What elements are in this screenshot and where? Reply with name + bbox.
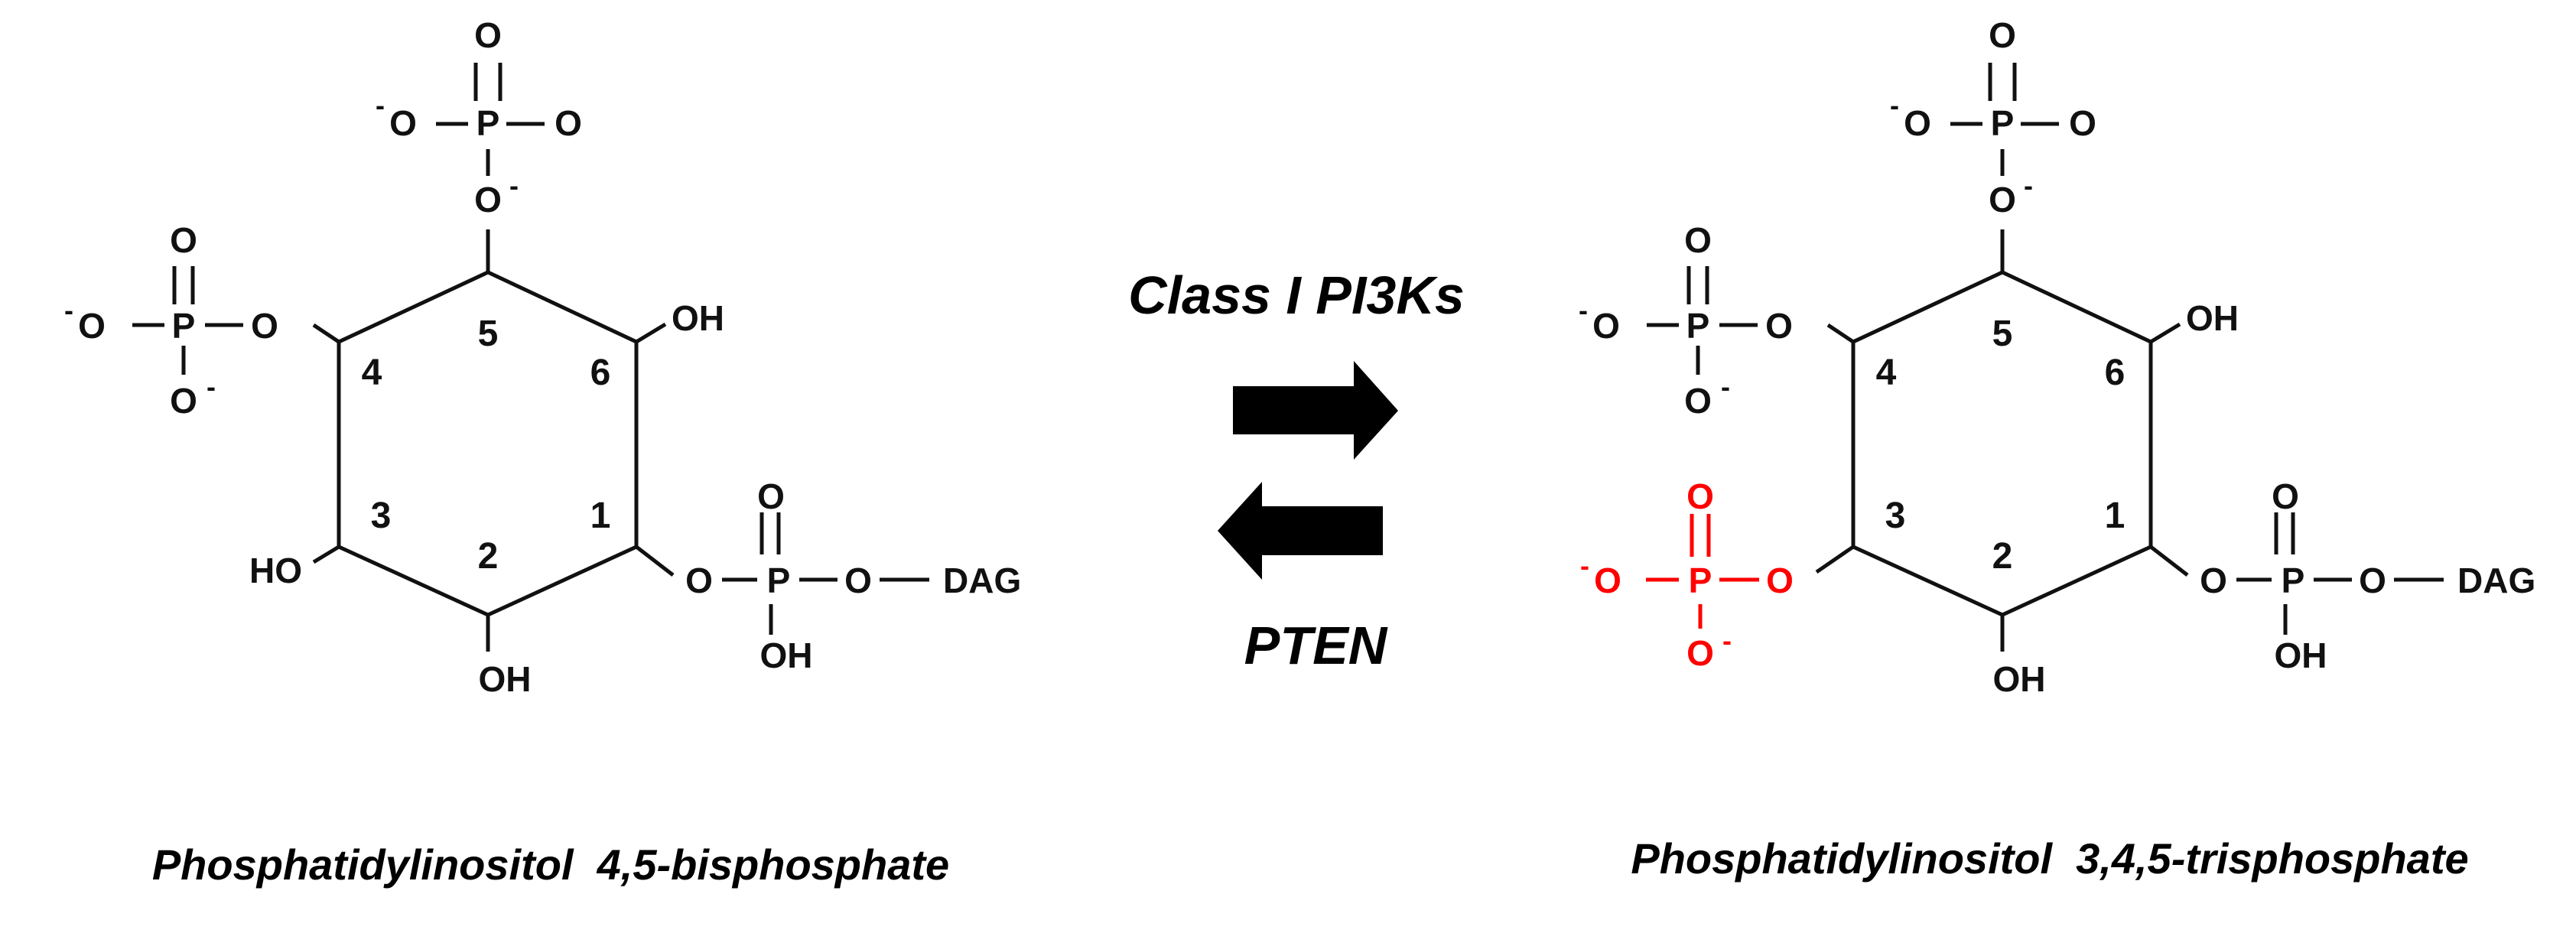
ring-number-3: 3 xyxy=(1885,496,1906,536)
atom-ho: HO xyxy=(249,551,302,590)
ring-number-5: 5 xyxy=(1992,314,2013,354)
atom-o-highlight: O xyxy=(1686,476,1714,516)
left-molecule xyxy=(132,63,929,652)
atom-o: O xyxy=(170,381,197,421)
ring-number-5: 5 xyxy=(478,314,499,354)
atom-p-highlight: P xyxy=(1689,561,1712,600)
right-3-phosphate-bonds xyxy=(1646,514,1759,629)
atom-oh: OH xyxy=(2275,636,2327,675)
atom-o: O xyxy=(1684,381,1712,421)
left-molecule-name: Phosphatidylinositol 4,5-bisphosphate xyxy=(152,840,949,889)
atom-p: P xyxy=(172,306,196,346)
atom-o: O xyxy=(555,103,582,143)
atom-o: O xyxy=(844,561,872,600)
atom-o-highlight: O xyxy=(1594,561,1621,600)
atom-o: O xyxy=(2272,476,2299,516)
atom-minus-highlight: - xyxy=(1722,625,1732,656)
atom-o: O xyxy=(474,15,502,55)
ring-number-4: 4 xyxy=(1876,353,1897,393)
ring-number-6: 6 xyxy=(590,353,611,393)
atom-o: O xyxy=(1989,15,2016,55)
atom-o: O xyxy=(1592,306,1620,346)
atom-o: O xyxy=(389,103,417,143)
atom-dag: DAG xyxy=(2457,561,2535,600)
ring-number-2: 2 xyxy=(478,536,499,577)
atom-o-highlight: O xyxy=(1766,561,1794,600)
atom-minus: - xyxy=(207,371,216,402)
ring-number-6: 6 xyxy=(2105,353,2126,393)
ring-number-1: 1 xyxy=(2105,496,2126,536)
atom-minus: - xyxy=(1890,89,1899,121)
atom-oh: OH xyxy=(2186,298,2239,338)
ring-number-4: 4 xyxy=(362,353,382,393)
atom-p: P xyxy=(1686,306,1710,346)
atom-minus: - xyxy=(376,89,385,121)
left-molecule-atoms: O - O P O O - O - O P O O - OH HO OH O O… xyxy=(64,15,1021,699)
atom-oh: OH xyxy=(760,636,813,675)
atom-o: O xyxy=(1765,306,1793,346)
atom-o: O xyxy=(170,220,197,260)
atom-o: O xyxy=(1989,180,2016,219)
atom-o: O xyxy=(2069,103,2096,143)
atom-o: O xyxy=(2200,561,2227,600)
right-molecule-name: Phosphatidylinositol 3,4,5-trisphosphate xyxy=(1631,834,2468,883)
atom-o: O xyxy=(474,180,502,219)
atom-p: P xyxy=(767,561,791,600)
atom-o: O xyxy=(1904,103,1931,143)
atom-dag: DAG xyxy=(943,561,1021,600)
atom-o-highlight: O xyxy=(1686,633,1714,673)
atom-o: O xyxy=(78,306,106,346)
ring-number-3: 3 xyxy=(371,496,392,536)
right-molecule xyxy=(1647,63,2444,652)
atom-o: O xyxy=(757,476,785,516)
atom-minus: - xyxy=(509,170,519,201)
atom-minus: - xyxy=(1721,371,1730,402)
atom-oh: OH xyxy=(479,659,532,699)
atom-oh: OH xyxy=(1993,659,2046,699)
atom-o: O xyxy=(251,306,278,346)
atom-minus: - xyxy=(1579,294,1588,326)
atom-oh: OH xyxy=(672,298,724,338)
atom-p: P xyxy=(1991,103,2015,143)
ring-number-1: 1 xyxy=(590,496,611,536)
atom-minus: - xyxy=(2024,170,2033,201)
atom-o: O xyxy=(2359,561,2386,600)
reverse-arrow xyxy=(1218,482,1383,580)
atom-minus-highlight: - xyxy=(1580,550,1589,581)
forward-arrow xyxy=(1233,361,1398,460)
atom-o: O xyxy=(685,561,713,600)
ring-number-2: 2 xyxy=(1992,536,2013,577)
right-3-phosphate-atoms: O - O P O O - xyxy=(1580,476,1794,673)
reverse-enzyme-label: PTEN xyxy=(1244,616,1388,675)
atom-minus: - xyxy=(64,294,73,326)
right-molecule-atoms: O - O P O O - O - O P O O - OH OH O O P … xyxy=(1579,15,2535,699)
atom-p: P xyxy=(476,103,500,143)
forward-enzyme-label: Class I PI3Ks xyxy=(1128,265,1465,325)
atom-p: P xyxy=(2282,561,2305,600)
atom-o: O xyxy=(1684,220,1712,260)
